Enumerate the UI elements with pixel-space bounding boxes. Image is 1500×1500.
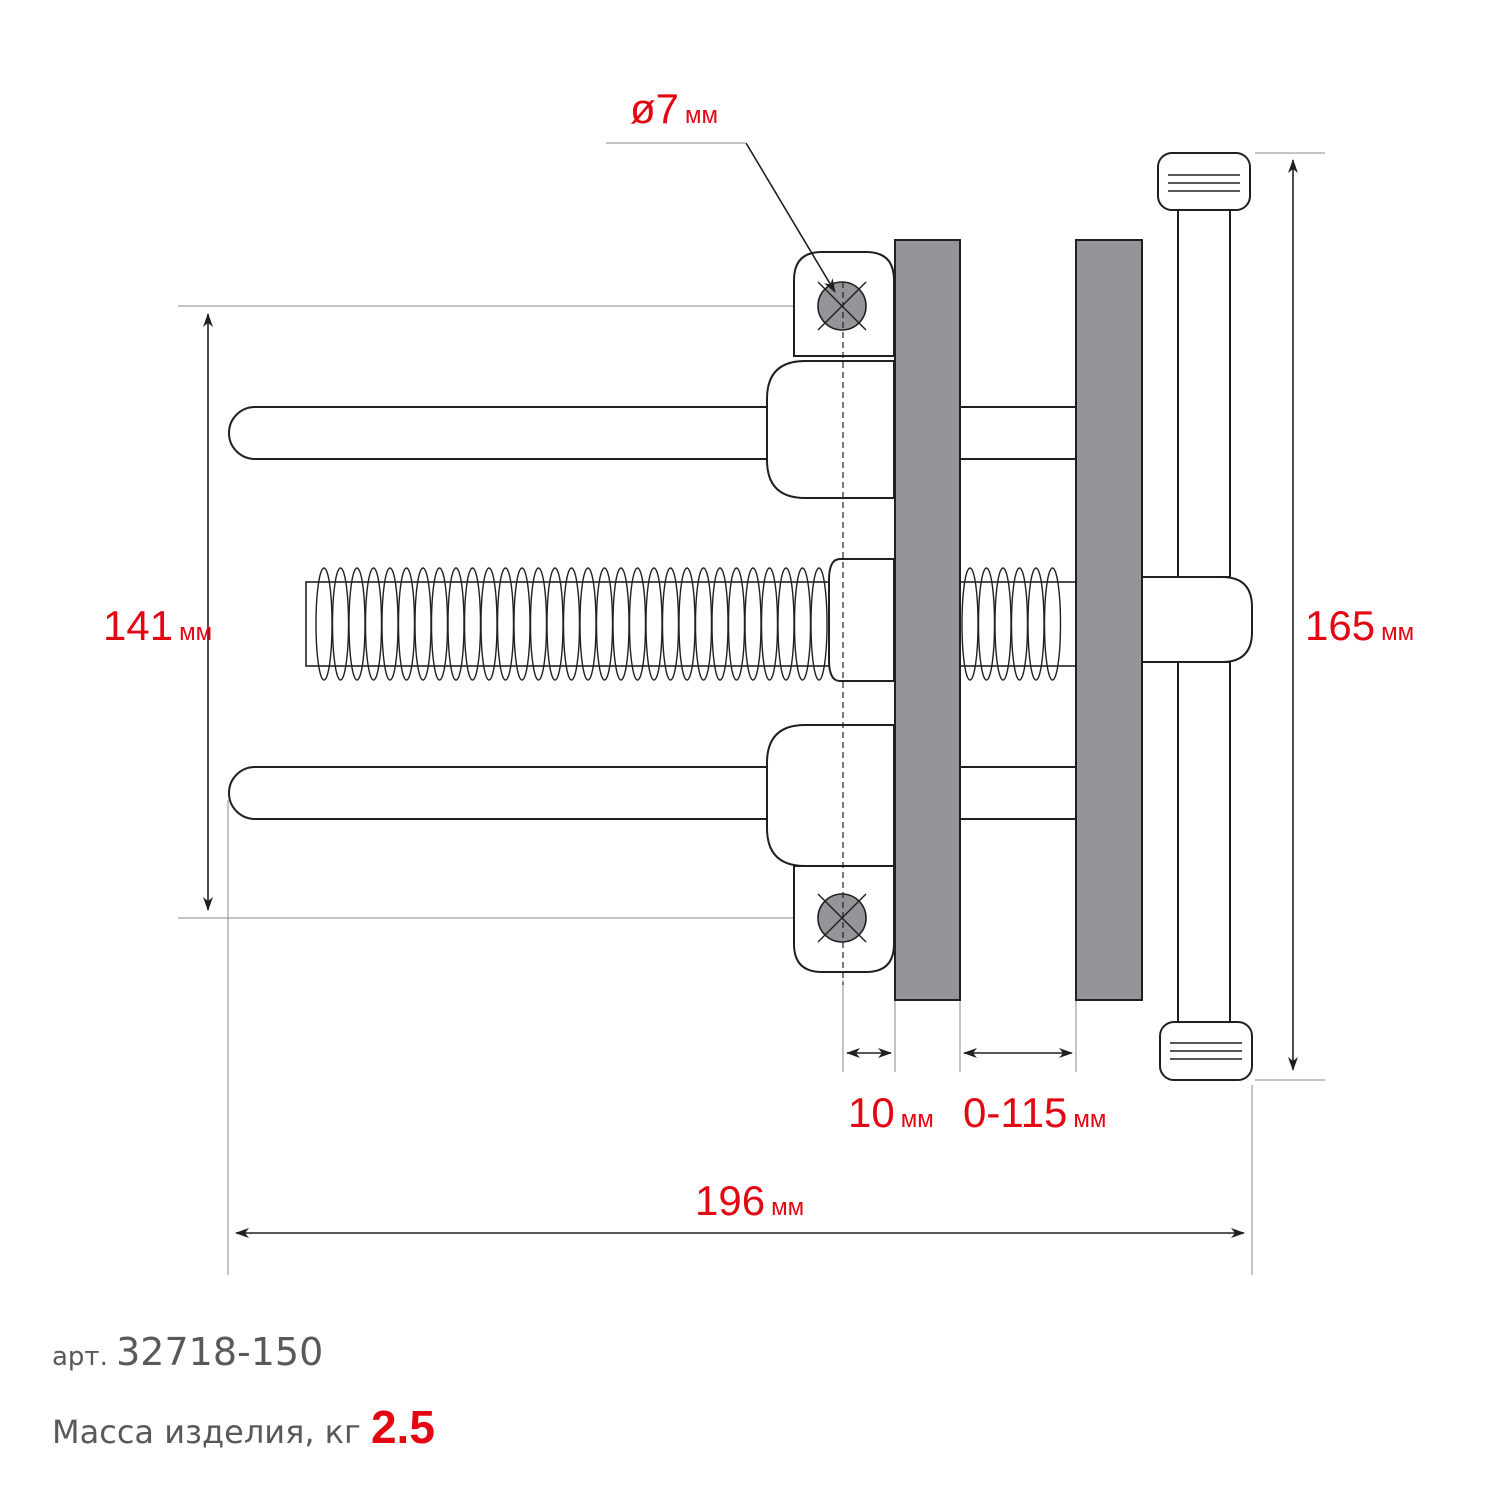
dimension-lines [203, 142, 1298, 1238]
screw-thread [810, 567, 828, 681]
guide-rod-bottom [228, 766, 1077, 820]
screw-thread [1043, 567, 1062, 681]
mounting-hole-bottom [817, 893, 867, 943]
mounting-hole-top [817, 281, 867, 331]
extension-lines [178, 142, 1325, 1275]
mass-label: Масса изделия, кг [52, 1413, 361, 1451]
article-code: 32718-150 [116, 1330, 324, 1374]
movable-jaw-plate [1075, 239, 1143, 1001]
handle-knob-bottom [1159, 1021, 1253, 1081]
lead-screw [305, 567, 1077, 681]
screw-hub [1141, 576, 1253, 663]
t-handle-bar [1177, 209, 1231, 1023]
product-mass: Масса изделия, кг 2.5 [52, 1400, 435, 1454]
article-prefix: арт. [52, 1342, 108, 1372]
fixed-jaw-plate [894, 239, 961, 1001]
article-number: арт. 32718-150 [52, 1330, 323, 1374]
handle-knob-top [1157, 152, 1251, 211]
mass-value: 2.5 [370, 1401, 435, 1453]
